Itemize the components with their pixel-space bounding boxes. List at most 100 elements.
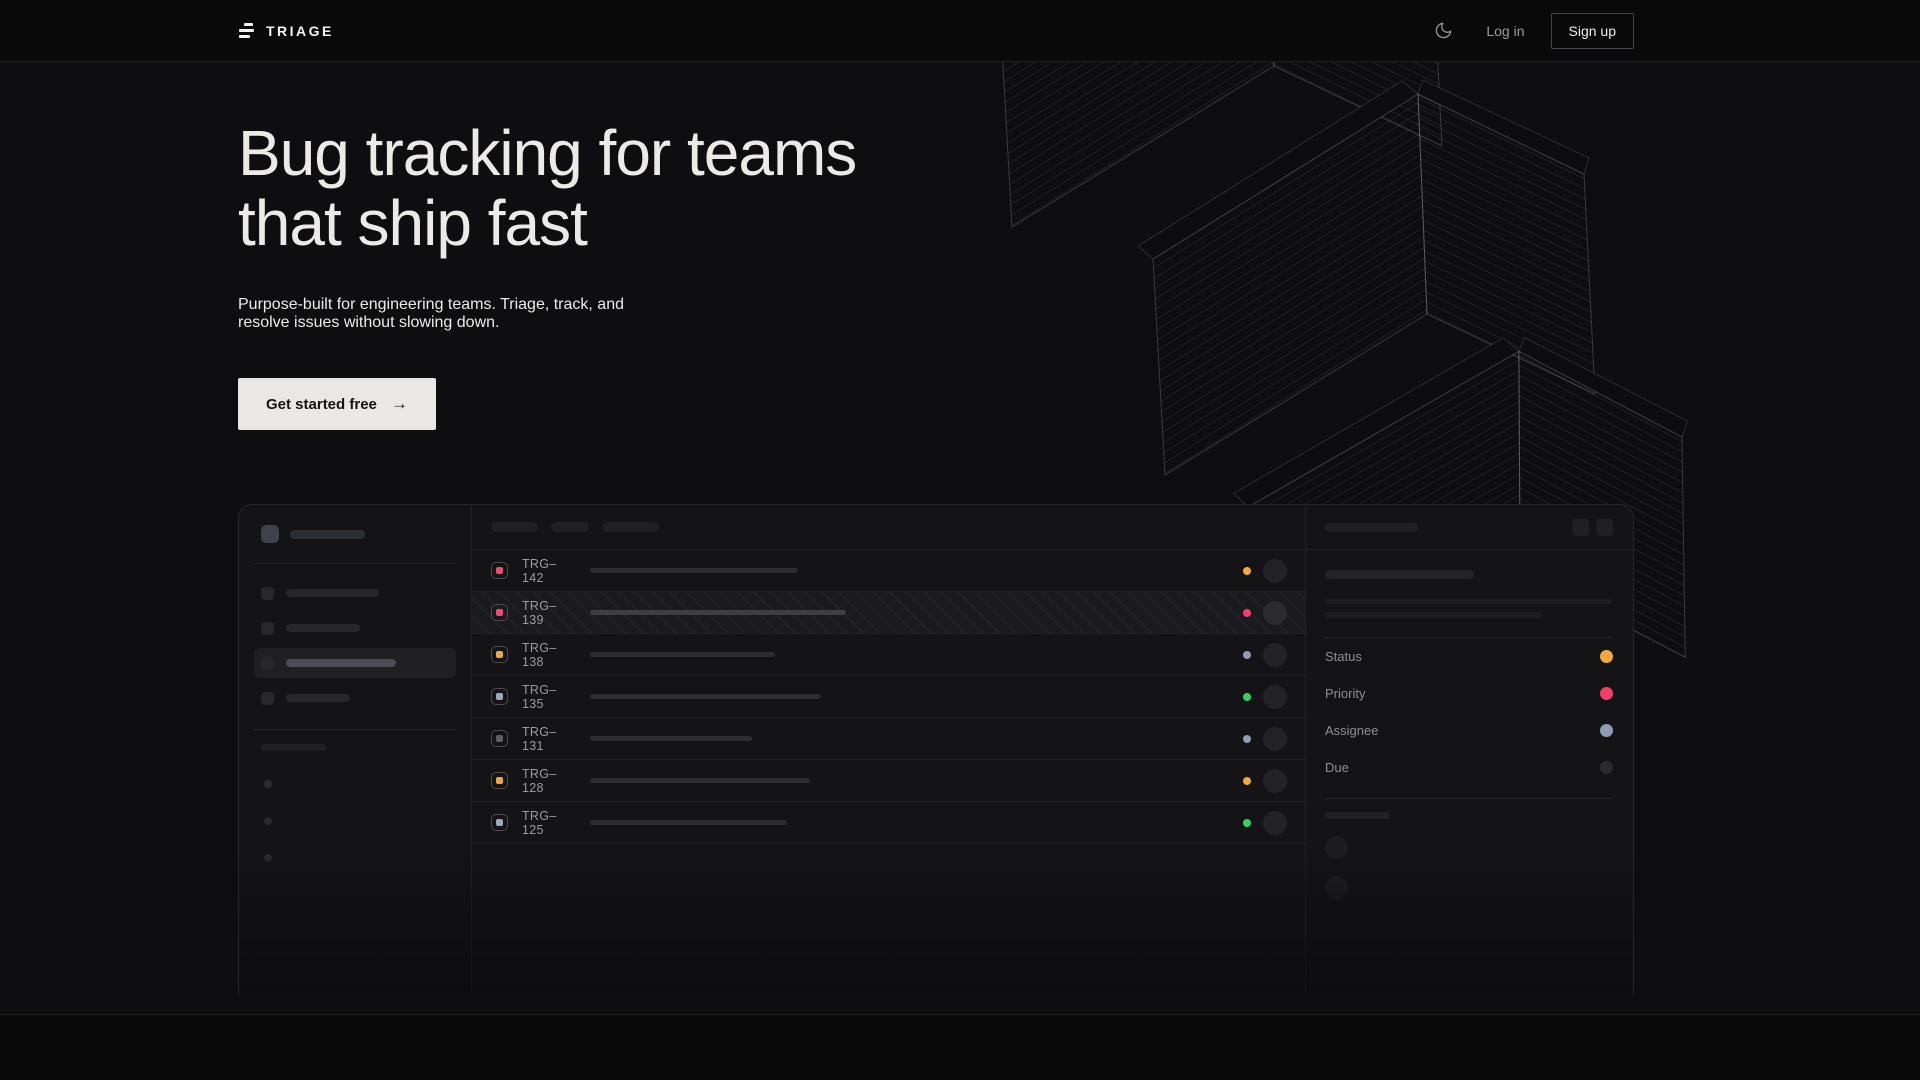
field-label: Status: [1325, 649, 1362, 664]
issue-title-skeleton: [590, 820, 787, 825]
skeleton-bar: [1325, 522, 1418, 532]
title-line-2: that ship fast: [238, 187, 588, 259]
skeleton-tab: [491, 522, 538, 532]
top-navbar: TRIAGE Log in Sign up: [0, 0, 1920, 62]
login-link[interactable]: Log in: [1486, 22, 1525, 39]
assignee-avatar: [1263, 642, 1287, 667]
brand-logo[interactable]: TRIAGE: [238, 23, 334, 39]
issue-type-icon: [491, 604, 508, 621]
status-dot: [1243, 692, 1251, 701]
skeleton-tab: [602, 522, 659, 532]
skeleton-issue-title: [1325, 570, 1474, 579]
field-value-dot: [1600, 687, 1613, 700]
issue-id: TRG–142: [522, 556, 557, 585]
assignee-avatar: [1263, 726, 1287, 751]
field-value-dot: [1600, 650, 1613, 663]
assignee-avatar: [1263, 810, 1287, 835]
skeleton-bar: [290, 529, 365, 539]
subtitle-line-1: Purpose-built for engineering teams. Tri…: [238, 296, 624, 313]
mockup-detail-header: [1306, 505, 1633, 550]
issue-id: TRG–125: [522, 808, 557, 837]
skeleton-avatar-circle: [1325, 876, 1348, 899]
arrow-right-icon: →: [390, 394, 408, 413]
detail-field-row: Priority: [1325, 675, 1613, 712]
header-action-square: [1596, 518, 1613, 536]
mockup-sidebar: [239, 505, 472, 994]
app-mockup-card: TRG–142 TRG–139 TRG–138: [238, 504, 1634, 994]
field-label: Assignee: [1325, 723, 1379, 738]
issue-type-icon: [491, 688, 508, 705]
get-started-button[interactable]: Get started free →: [238, 378, 436, 430]
mockup-sidebar-item: [254, 683, 456, 713]
title-line-1: Bug tracking for teams: [238, 117, 857, 189]
status-dot: [1243, 566, 1251, 575]
skeleton-avatar-circle: [1325, 836, 1348, 859]
skeleton-tab: [551, 522, 589, 532]
detail-field-row: Due: [1325, 749, 1613, 786]
signup-button[interactable]: Sign up: [1550, 12, 1634, 49]
sidebar-item-icon: [261, 656, 274, 670]
field-label: Due: [1325, 760, 1349, 775]
issue-row: TRG–138: [472, 634, 1305, 676]
issue-row: TRG–135: [472, 676, 1305, 718]
sidebar-item-icon: [261, 621, 274, 635]
get-started-label: Get started free: [266, 395, 377, 413]
skeleton-bar: [286, 589, 379, 597]
status-dot: [1243, 818, 1251, 827]
brand-name: TRIAGE: [266, 22, 334, 39]
theme-toggle-button[interactable]: [1426, 14, 1460, 48]
skeleton-text-line: [1325, 612, 1542, 618]
mockup-issue-list: TRG–142 TRG–139 TRG–138: [472, 505, 1306, 994]
issue-id: TRG–139: [522, 598, 557, 627]
assignee-avatar: [1263, 558, 1287, 583]
issue-id: TRG–131: [522, 724, 557, 753]
mockup-sidebar-item-active: [254, 648, 456, 678]
sidebar-dot: [264, 780, 272, 788]
issue-row: TRG–125: [472, 802, 1305, 844]
issue-title-skeleton: [590, 778, 810, 783]
issue-type-icon: [491, 646, 508, 663]
issue-title-skeleton: [590, 694, 821, 699]
triage-logo-icon: [238, 23, 255, 38]
assignee-avatar: [1263, 600, 1287, 625]
status-dot: [1243, 608, 1251, 617]
issue-id: TRG–138: [522, 640, 557, 669]
skeleton-text-line: [1325, 599, 1612, 604]
assignee-avatar: [1263, 684, 1287, 709]
skeleton-bar: [286, 659, 396, 667]
page-title: Bug tracking for teams that ship fast: [238, 118, 1634, 258]
issue-row-selected: TRG–139: [472, 592, 1305, 634]
status-dot: [1243, 650, 1251, 659]
assignee-avatar: [1263, 768, 1287, 793]
detail-field-row: Assignee: [1325, 712, 1613, 749]
subtitle-line-2: resolve issues without slowing down.: [238, 314, 500, 331]
issue-title-skeleton: [590, 568, 798, 573]
status-dot: [1243, 776, 1251, 785]
issue-title-skeleton: [590, 652, 775, 657]
skeleton-bar: [286, 624, 360, 632]
issue-type-icon: [491, 814, 508, 831]
divider: [254, 563, 456, 564]
divider: [1325, 798, 1613, 799]
status-dot: [1243, 734, 1251, 743]
skeleton-section-label: [1325, 812, 1390, 819]
workspace-avatar: [261, 525, 279, 543]
footer-band: [0, 1014, 1920, 1080]
sidebar-item-icon: [261, 586, 274, 600]
sidebar-dot: [264, 817, 272, 825]
issue-type-icon: [491, 562, 508, 579]
field-label: Priority: [1325, 686, 1366, 701]
field-value-dot: [1600, 724, 1613, 737]
divider: [254, 729, 456, 730]
issue-row: TRG–131: [472, 718, 1305, 760]
issue-id: TRG–135: [522, 682, 557, 711]
mockup-workspace-row: [254, 525, 456, 543]
mockup-sidebar-item: [254, 613, 456, 643]
detail-field-row: Status: [1325, 638, 1613, 675]
hero-section: Bug tracking for teams that ship fast Pu…: [0, 62, 1920, 1014]
issue-row: TRG–142: [472, 550, 1305, 592]
header-action-square: [1572, 518, 1589, 536]
mockup-list-header: [472, 505, 1305, 550]
mockup-detail-panel: Status Priority Assignee Due: [1306, 505, 1633, 994]
moon-icon: [1435, 22, 1452, 39]
